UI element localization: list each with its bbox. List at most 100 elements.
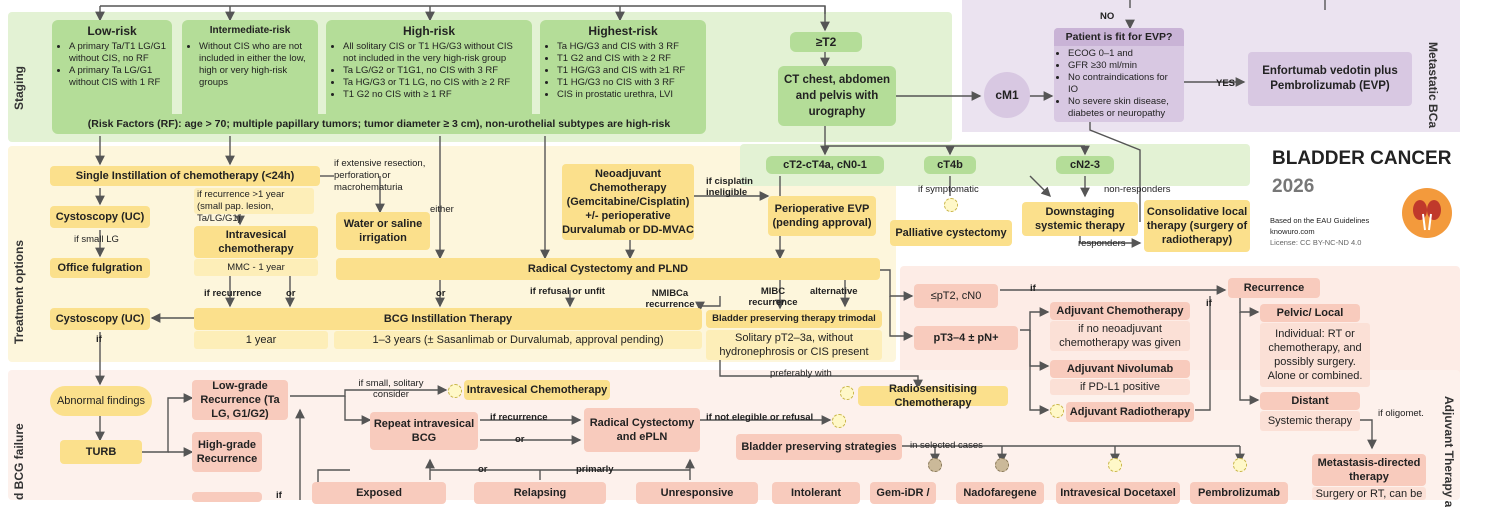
bcg-instillation-box: BCG Instillation Therapy (194, 308, 702, 330)
evidence-dot-icon (832, 414, 846, 428)
ct4b-box: cT4b (924, 156, 976, 174)
or-label: or (286, 288, 296, 299)
low-risk-title: Low-risk (87, 24, 137, 38)
downstaging-box: Downstaging systemic therapy (1022, 202, 1138, 236)
evidence-dot-icon (944, 198, 958, 212)
high-risk-box: High-risk All solitary CIS or T1 HG/G3 w… (326, 20, 532, 132)
radical-cystectomy-epln-box: Radical Cystectomy and ePLN (584, 408, 700, 452)
evidence-dot-icon (1233, 458, 1247, 472)
or-label: or (478, 464, 488, 475)
low-risk-box: Low-risk A primary Ta/T1 LG/G1 without C… (52, 20, 172, 132)
single-instillation-box: Single Instillation of chemotherapy (<24… (50, 166, 320, 186)
if-recurrence-label: if recurrence (204, 288, 262, 299)
preferably-with-label: preferably with (770, 368, 832, 379)
fit-for-evp-box: Patient is fit for EVP? ECOG 0–1 and GFR… (1054, 28, 1184, 122)
adjuvant-nivolumab-box: Adjuvant Nivolumab (1050, 360, 1190, 378)
repeat-bcg-box: Repeat intravesical BCG (370, 412, 478, 450)
title-main: BLADDER CANCER (1272, 148, 1452, 169)
evp-box: Enfortumab vedotin plus Pembrolizumab (E… (1248, 52, 1412, 106)
highest-risk-item: CIS in prostatic urethra, LVI (557, 89, 701, 101)
fit-item: No contraindications for IO (1068, 72, 1180, 96)
fit-for-evp-title: Patient is fit for EVP? (1054, 28, 1184, 46)
cystoscopy-box-1: Cystoscopy (UC) (50, 206, 150, 228)
cn23-box: cN2-3 (1056, 156, 1114, 174)
highest-risk-item: T1 HG/G3 and CIS with ≥1 RF (557, 65, 701, 77)
if-oligomet-label: if oligomet. (1378, 408, 1424, 419)
if-label: if (1030, 283, 1036, 294)
gem-idr-box: Gem-iDR / (870, 482, 936, 504)
docetaxel-box: Intravesical Docetaxel (1056, 482, 1180, 504)
unresponsive-box: Unresponsive (636, 482, 758, 504)
bladder-strategies-box: Bladder preserving strategies (736, 434, 902, 460)
highest-risk-box: Highest-risk Ta HG/G3 and CIS with 3 RF … (540, 20, 706, 132)
if-label: if (1206, 298, 1212, 309)
fit-item: ECOG 0–1 and (1068, 48, 1180, 60)
pt2-cn0-box: ≤pT2, cN0 (914, 284, 998, 308)
pt34-box: pT3–4 ± pN+ (914, 326, 1018, 350)
recurrence-box: Recurrence (1228, 278, 1320, 298)
fit-item: No severe skin disease, diabetes or neur… (1068, 96, 1180, 120)
adjuvant-nivolumab-note: if PD-L1 positive (1050, 379, 1190, 395)
intermediate-risk-item: Without CIS who are not included in eith… (199, 41, 313, 89)
ct-box: CT chest, abdomen and pelvis with urogra… (778, 66, 896, 126)
non-responders-label: non-responders (1104, 184, 1171, 195)
abnormal-findings-node: Abnormal findings (50, 386, 152, 416)
bcg-1-year: 1 year (194, 331, 328, 349)
low-grade-recurrence-box: Low-grade Recurrence (Ta LG, G1/G2) (192, 380, 288, 420)
high-risk-title: High-risk (402, 24, 455, 38)
in-selected-cases-label: in selected cases (910, 440, 983, 451)
radical-cystectomy-plnd-box: Radical Cystectomy and PLND (336, 258, 880, 280)
extensive-label: if extensive resection, perforation or m… (334, 158, 426, 193)
highest-risk-item: Ta HG/G3 and CIS with 3 RF (557, 41, 701, 53)
primarly-label: primarly (576, 464, 614, 475)
radiosensitising-box: Radiosensitising Chemotherapy (858, 383, 1008, 409)
if-label: if (276, 490, 282, 501)
high-risk-item: Ta HG/G3 or T1 LG, no CIS with ≥ 2 RF (343, 77, 527, 89)
low-risk-item: A primary Ta/T1 LG/G1 without CIS, no RF (69, 41, 167, 65)
intermediate-risk-title: Intermediate-risk (209, 25, 291, 36)
title-source: Based on the EAU Guidelines (1270, 216, 1370, 225)
bcg-1-3-years: 1–3 years (± Sasanlimab or Durvalumab, a… (334, 331, 702, 349)
no-label: NO (1100, 11, 1115, 22)
if-recurrence-label: if recurrence (490, 412, 548, 423)
responders-label: responders (1078, 238, 1126, 249)
highest-risk-item: T1 HG/G3 no CIS with 3 RF (557, 77, 701, 89)
cm1-node: cM1 (984, 72, 1030, 118)
fit-item: GFR ≥30 ml/min (1068, 60, 1180, 72)
evidence-dot-icon (840, 386, 854, 400)
if-symptomatic-label: if symptomatic (918, 184, 979, 195)
partial-box (192, 492, 262, 502)
distant-note: Systemic therapy (1260, 411, 1360, 431)
either-label: either (430, 204, 454, 215)
cisplatin-ineligible-label: if cisplatin ineligible (706, 176, 753, 198)
risk-factors-bar: (Risk Factors (RF): age > 70; multiple p… (52, 114, 706, 134)
neoadjuvant-box: Neoadjuvant Chemotherapy (Gemcitabine/Ci… (562, 164, 694, 240)
title-year: 2026 (1272, 176, 1315, 197)
pembrolizumab-box: Pembrolizumab (1190, 482, 1288, 504)
adjuvant-radiotherapy-box: Adjuvant Radiotherapy (1066, 402, 1194, 422)
nmibca-recurrence-label: NMIBCa recurrence (645, 288, 695, 310)
bladder-trimodal-box: Bladder preserving therapy trimodal (706, 310, 882, 328)
highest-risk-title: Highest-risk (588, 24, 658, 38)
distant-box: Distant (1260, 392, 1360, 410)
high-risk-item: T1 G2 no CIS with ≥ 1 RF (343, 89, 527, 101)
low-risk-item: A primary Ta LG/G1 without CIS with 1 RF (69, 65, 167, 89)
water-irrigation-box: Water or saline irrigation (336, 212, 430, 250)
pelvic-local-note: Individual: RT or chemotherapy, and poss… (1260, 323, 1370, 387)
refusal-unfit-label: if refusal or unfit (530, 286, 605, 297)
ct2-box: cT2-cT4a, cN0-1 (766, 156, 884, 174)
evidence-dot-icon (1050, 404, 1064, 418)
if-small-solitary-label: if small, solitary consider (358, 378, 424, 400)
alternative-label: alternative (810, 286, 858, 297)
exposed-box: Exposed (312, 482, 446, 504)
intermediate-risk-box: Intermediate-risk Without CIS who are no… (182, 20, 318, 132)
evidence-dot-icon (995, 458, 1009, 472)
mmc-label: MMC - 1 year (194, 259, 318, 276)
title-license: License: CC BY-NC-ND 4.0 (1270, 238, 1362, 247)
or-label: or (436, 288, 446, 299)
adjuvant-chemo-box: Adjuvant Chemotherapy (1050, 302, 1190, 320)
evidence-dot-icon (928, 458, 942, 472)
highest-risk-item: T1 G2 and CIS with ≥ 2 RF (557, 53, 701, 65)
if-label: if (96, 334, 102, 345)
